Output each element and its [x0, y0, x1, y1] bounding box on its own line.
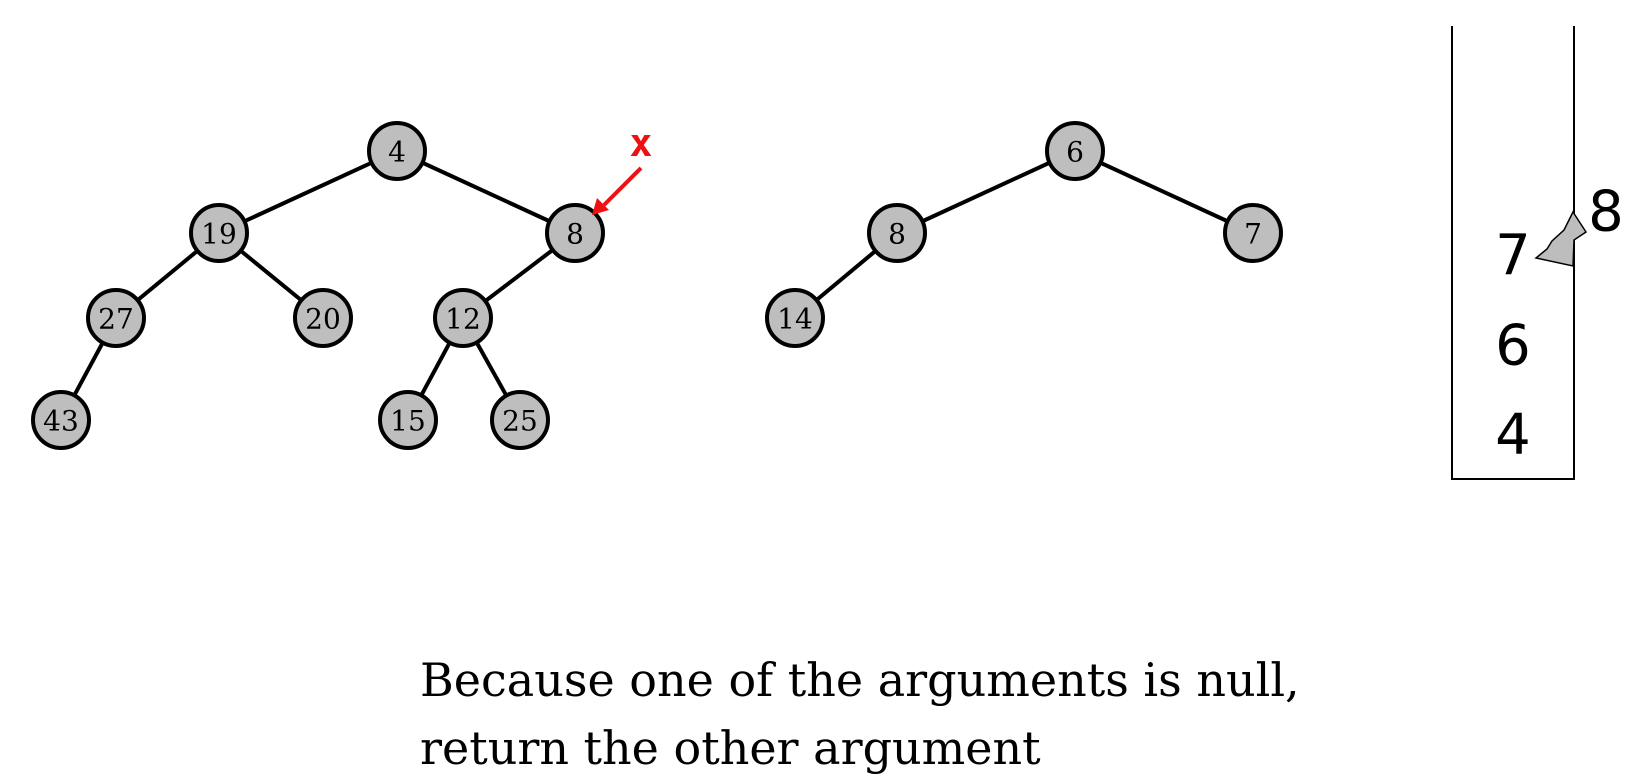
caption-line-2: return the other argument	[420, 721, 1041, 775]
tree-node: 14	[765, 288, 825, 348]
tree-node: 12	[433, 288, 493, 348]
tree-node: 25	[490, 390, 550, 450]
node-label: 14	[777, 303, 813, 336]
node-label: 4	[388, 136, 406, 169]
node-circle	[765, 288, 825, 348]
pointer-label: x	[630, 121, 653, 165]
pointer-arrow-shaft	[602, 166, 643, 207]
node-label: 8	[888, 218, 906, 251]
caption: Because one of the arguments is null, re…	[420, 646, 1300, 782]
tree-nodes: 4 19 8 27 20 12 43 15 25 6 8 7 14	[31, 121, 1283, 450]
stack-item: 4	[1495, 403, 1531, 468]
tree-edges	[59, 149, 1255, 422]
node-label: 27	[98, 303, 134, 336]
tree-node: 27	[86, 288, 146, 348]
pointer-arrowhead	[592, 198, 609, 215]
stack-incoming-value: 8	[1588, 180, 1624, 245]
stack-item: 6	[1495, 314, 1531, 379]
tree-node: 6	[1045, 121, 1105, 181]
node-circle	[367, 121, 427, 181]
tree-node: 4	[367, 121, 427, 181]
tree-edge	[1073, 149, 1255, 235]
stack-items: 7 6 4	[1495, 224, 1531, 468]
node-circle	[867, 203, 927, 263]
node-label: 7	[1244, 218, 1262, 251]
tree-node: 7	[1223, 203, 1283, 263]
node-circle	[545, 203, 605, 263]
node-circle	[31, 390, 91, 450]
tree-node: 8	[867, 203, 927, 263]
node-label: 15	[390, 405, 426, 438]
node-label: 20	[305, 303, 341, 336]
tree-node: 20	[293, 288, 353, 348]
node-label: 19	[201, 218, 237, 251]
node-circle	[1045, 121, 1105, 181]
node-label: 25	[502, 405, 538, 438]
stack: 7 6 4 8	[1451, 26, 1624, 480]
node-label: 43	[43, 405, 79, 438]
node-label: 12	[445, 303, 481, 336]
tree-edge	[395, 149, 577, 235]
tree-node: 8	[545, 203, 605, 263]
tree-node: 43	[31, 390, 91, 450]
node-circle	[293, 288, 353, 348]
tree-node: 19	[189, 203, 249, 263]
node-circle	[490, 390, 550, 450]
node-circle	[189, 203, 249, 263]
node-circle	[1223, 203, 1283, 263]
node-circle	[433, 288, 493, 348]
node-circle	[378, 390, 438, 450]
tree-edge	[217, 149, 399, 235]
push-arrow-icon	[1534, 210, 1588, 267]
caption-line-1: Because one of the arguments is null,	[420, 653, 1300, 707]
node-label: 8	[566, 218, 584, 251]
pointer-x: x	[592, 121, 652, 215]
tree-node: 15	[378, 390, 438, 450]
stack-item: 7	[1495, 224, 1531, 289]
node-label: 6	[1066, 136, 1084, 169]
tree-edge	[895, 149, 1077, 235]
node-circle	[86, 288, 146, 348]
